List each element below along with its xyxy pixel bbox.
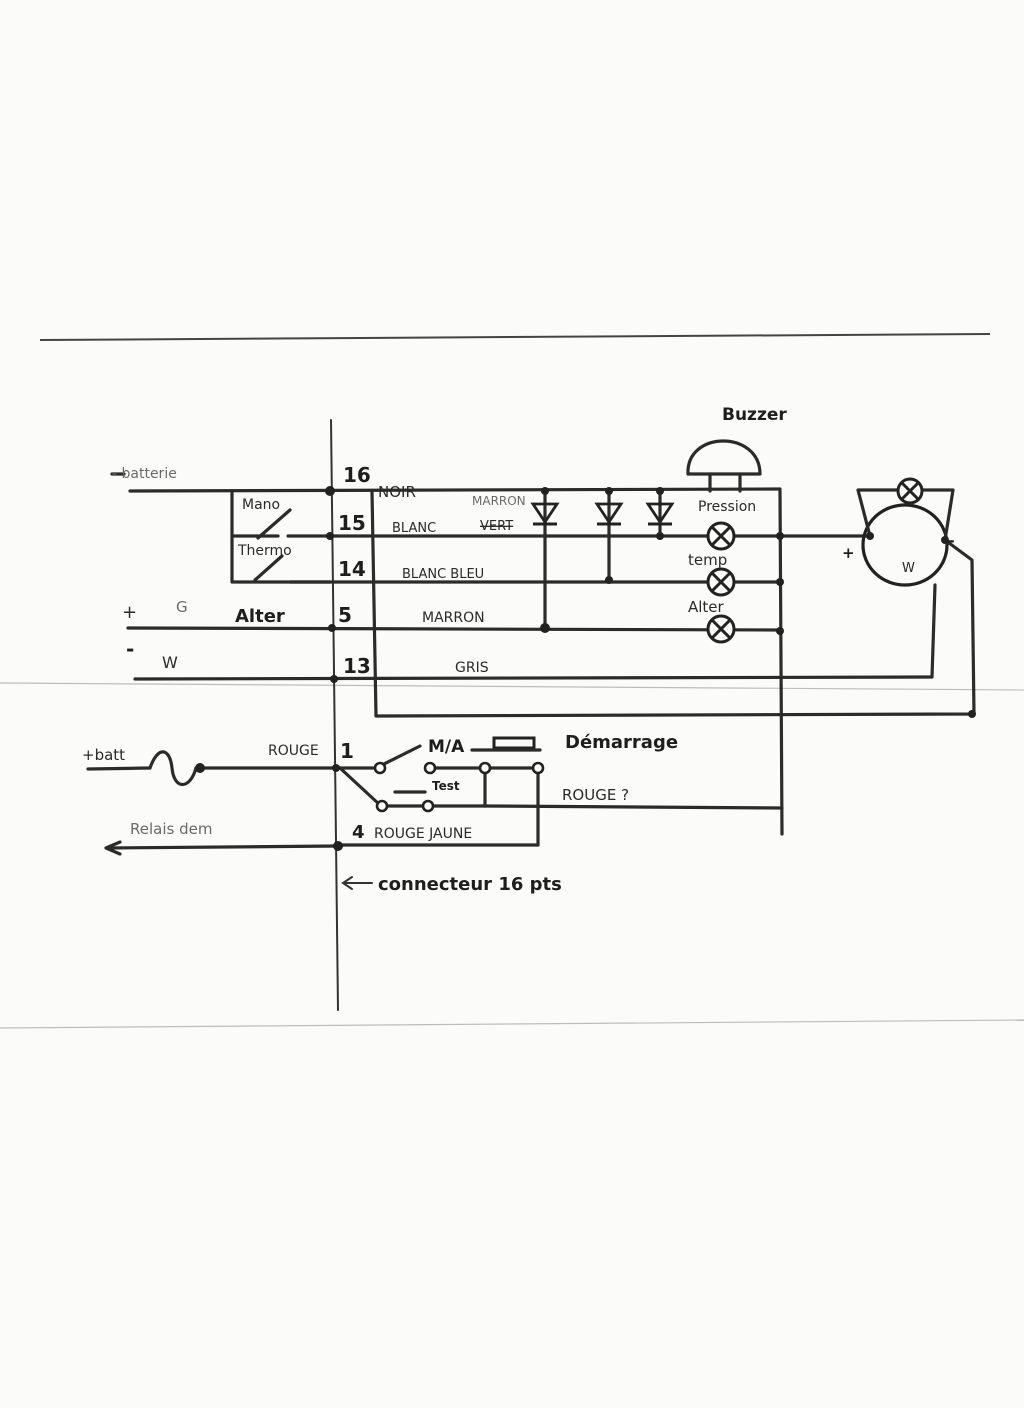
- gauge-symbol: [856, 477, 955, 587]
- demarrage-pushbutton: [492, 736, 536, 750]
- wire-pin16-noir: [128, 487, 782, 493]
- alter-lamp-label: Alter: [688, 598, 725, 616]
- buzzer-return-wire: [778, 489, 784, 836]
- alternator-g-label: G: [176, 598, 188, 616]
- page-divider-line: [39, 333, 991, 341]
- lamp-temp: [706, 567, 736, 597]
- connector-caption: connecteur 16 pts: [378, 874, 562, 895]
- junction-dots: [195, 486, 976, 851]
- lamp-pression: [706, 521, 736, 551]
- mano-label: Mano: [242, 497, 280, 513]
- pin-15-label: 15: [338, 511, 366, 535]
- fold-crease: [0, 1019, 1024, 1029]
- wire-label-gris: GRIS: [455, 660, 489, 676]
- alternator-plus-label: +: [122, 602, 137, 623]
- wire-relais-dem: [106, 844, 340, 850]
- demarrage-label: Démarrage: [565, 732, 678, 753]
- thermo-switch: [253, 554, 284, 582]
- wire-label-blanc: BLANC: [392, 521, 436, 536]
- diode-1: [530, 502, 560, 526]
- pin-16-label: 16: [343, 463, 371, 487]
- wire-label-marron-correction: MARRON: [472, 494, 526, 508]
- switch-terminals: [373, 761, 545, 813]
- mano-switch: [256, 508, 292, 540]
- battery-minus-label: - batterie: [112, 466, 177, 482]
- alternator-label: Alter: [235, 606, 285, 627]
- ma-label: M/A: [428, 737, 465, 757]
- buzzer-symbol: [686, 439, 762, 493]
- test-label: Test: [432, 779, 460, 793]
- diode-3: [645, 502, 675, 526]
- wire-label-blanc-bleu: BLANC BLEU: [402, 567, 484, 582]
- wire-label-noir: NOIR: [378, 483, 416, 501]
- diode-2: [594, 502, 624, 526]
- fold-crease: [0, 682, 1024, 691]
- buzzer-label: Buzzer: [722, 405, 787, 425]
- test-branch: [338, 766, 382, 807]
- wire-label-vert-struck: VERT: [480, 519, 513, 534]
- pin-1-label: 1: [340, 739, 354, 763]
- gauge-w-label: W: [902, 561, 915, 576]
- temp-label: temp: [688, 551, 727, 569]
- thermo-label: Thermo: [237, 543, 292, 559]
- connector-line: [330, 419, 339, 1011]
- connector-caption-arrowhead: [341, 876, 353, 890]
- gauge-plus-label: +: [842, 544, 855, 562]
- lamp-alter: [706, 614, 736, 644]
- wire-pin5-marron: [126, 626, 782, 632]
- wire-label-rouge-return: ROUGE ?: [562, 786, 629, 804]
- pression-label: Pression: [698, 499, 756, 515]
- ma-switch: [378, 744, 422, 768]
- wire-gauge-minus-return: [370, 489, 976, 718]
- w-input-label: W: [162, 653, 178, 672]
- w-minus-label: -: [126, 637, 134, 661]
- wire-pin13-gris: [133, 675, 934, 681]
- fuse-symbol: [148, 750, 198, 787]
- wire-label-rouge: ROUGE: [268, 743, 319, 759]
- relais-dem-label: Relais dem: [130, 820, 212, 838]
- wire-rouge-return: [483, 804, 784, 810]
- batt-plus-label: +batt: [82, 746, 125, 764]
- wire-batt-plus: [86, 766, 152, 771]
- relais-arrow: [104, 840, 122, 856]
- pin-5-label: 5: [338, 603, 352, 627]
- wire-gauge-w: [930, 583, 937, 679]
- wire-label-rouge-jaune: ROUGE JAUNE: [374, 826, 472, 842]
- pin-14-label: 14: [338, 557, 366, 581]
- pin-4-label: 4: [352, 822, 365, 843]
- gauge-minus-label: -: [948, 531, 955, 550]
- wire-label-marron: MARRON: [422, 610, 485, 626]
- pin-13-label: 13: [343, 654, 371, 678]
